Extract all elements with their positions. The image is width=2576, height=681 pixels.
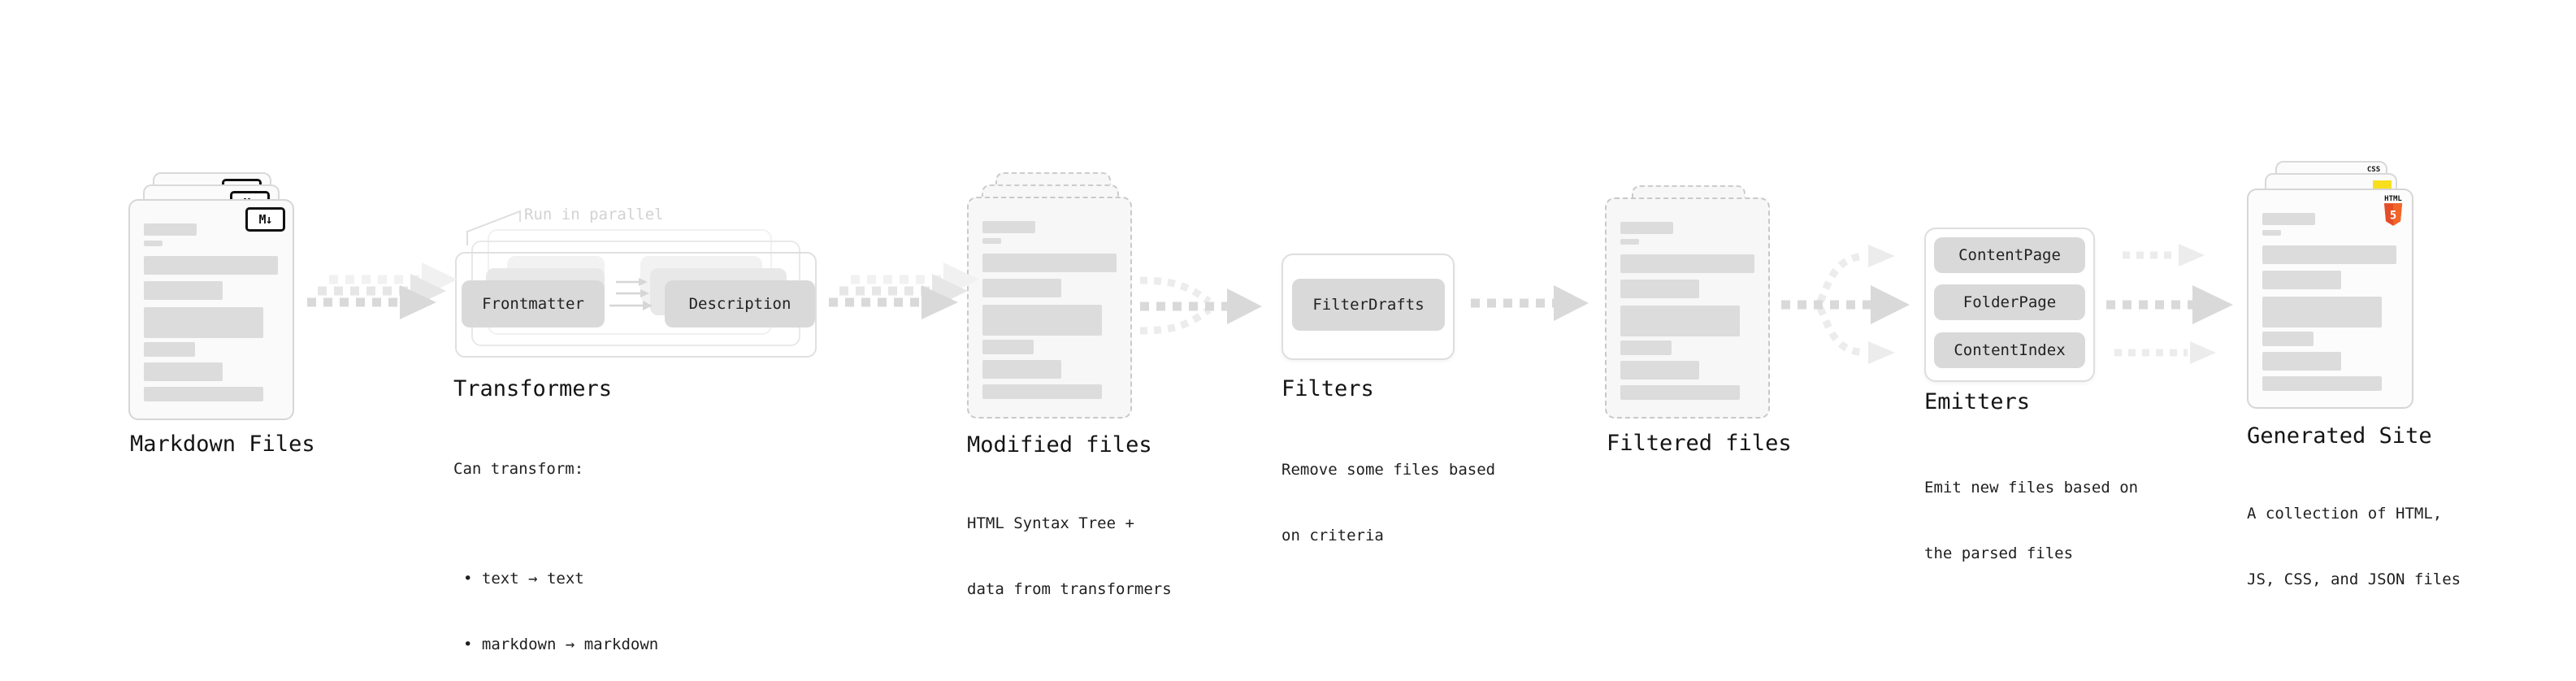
contentpage-chip-label: ContentPage [1958, 246, 2061, 264]
emitters-desc-line: Emit new files based on [1924, 479, 2139, 497]
html5-shield: 5 [2383, 203, 2403, 226]
bullet-item: • text → text [463, 570, 584, 588]
emitters-desc-line: the parsed files [1924, 544, 2074, 562]
transformers-bullet-list: • text → text • markdown → markdown • ht… [453, 524, 658, 681]
emitters-title: Emitters [1924, 389, 2031, 414]
arrow-filtered-to-emitters [1781, 245, 1910, 364]
bullet-item: • markdown → markdown [463, 635, 659, 653]
html5-icon: HTML 5 [2383, 195, 2403, 226]
contentindex-chip-label: ContentIndex [1954, 341, 2066, 359]
doc-text-bar [1620, 280, 1699, 298]
doc-text-bar [144, 387, 263, 401]
transformers-desc-heading: Can transform: [453, 460, 584, 478]
doc-text-bar [982, 305, 1102, 336]
doc-text-bar [144, 223, 197, 236]
doc-text-bar [1620, 222, 1673, 234]
arrow-modified-to-filters [1139, 276, 1262, 335]
arrow-transformers-to-modified [829, 262, 979, 319]
arrow-emitters-to-generated [2106, 244, 2233, 364]
javascript-icon [2373, 180, 2392, 189]
generated-site-card: HTML 5 [2247, 189, 2413, 409]
run-in-parallel-annotation: Run in parallel [524, 206, 664, 223]
doc-text-bar [1620, 239, 1639, 245]
modified-files-desc-line: data from transformers [967, 580, 1172, 598]
svg-text:5: 5 [2390, 210, 2396, 223]
description-chip: Description [665, 280, 815, 327]
doc-text-bar [1620, 306, 1740, 336]
description-chip-label: Description [688, 295, 791, 313]
doc-text-bar [2262, 213, 2315, 225]
modified-files-description: HTML Syntax Tree + data from transformer… [967, 469, 1172, 644]
markdown-file-card: M↓ [128, 199, 294, 420]
html5-icon-text: HTML [2384, 195, 2402, 203]
modified-file-card [967, 197, 1132, 419]
doc-text-bar [144, 342, 195, 357]
doc-text-bar [2262, 271, 2341, 289]
modified-files-desc-line: HTML Syntax Tree + [967, 514, 1134, 532]
modified-files-label: Modified files [967, 432, 1152, 458]
transformers-title: Transformers [453, 376, 613, 401]
doc-text-bar [982, 279, 1061, 297]
filters-title: Filters [1281, 376, 1374, 401]
doc-text-bar [1620, 340, 1672, 355]
doc-text-bar [144, 256, 278, 275]
transformers-description: Can transform: • text → text • markdown … [453, 414, 658, 681]
filtered-file-card [1605, 197, 1770, 419]
markdown-icon: M↓ [245, 207, 285, 232]
markdown-files-label: Markdown Files [130, 432, 315, 457]
doc-text-bar [982, 384, 1102, 399]
doc-text-bar [2262, 332, 2314, 346]
filters-desc-line: on criteria [1281, 527, 1384, 544]
filterdrafts-chip: FilterDrafts [1292, 279, 1445, 331]
folderpage-chip-label: FolderPage [1962, 293, 2057, 311]
doc-text-bar [982, 221, 1035, 233]
doc-text-bar [144, 362, 223, 381]
filterdrafts-chip-label: FilterDrafts [1312, 296, 1425, 314]
filtered-files-label: Filtered files [1607, 431, 1792, 456]
contentindex-chip: ContentIndex [1934, 332, 2085, 368]
filters-desc-line: Remove some files based [1281, 461, 1496, 479]
contentpage-chip: ContentPage [1934, 237, 2085, 273]
emitters-description: Emit new files based on the parsed files [1924, 433, 2138, 609]
doc-text-bar [2262, 230, 2281, 236]
doc-text-bar [982, 238, 1001, 244]
doc-text-bar [2262, 245, 2396, 264]
arrow-filters-to-filtered [1471, 285, 1589, 321]
doc-text-bar [144, 281, 223, 300]
doc-text-bar [982, 360, 1061, 379]
frontmatter-chip: Frontmatter [462, 280, 605, 327]
doc-text-bar [2262, 352, 2341, 371]
doc-text-bar [982, 254, 1117, 272]
doc-text-bar [2262, 376, 2382, 391]
filters-description: Remove some files based on criteria [1281, 415, 1495, 591]
css-icon-text: CSS [2366, 166, 2381, 174]
generated-site-description: A collection of HTML, JS, CSS, and JSON … [2247, 459, 2461, 635]
doc-text-bar [1620, 361, 1699, 380]
doc-text-bar [982, 340, 1034, 354]
doc-text-bar [2262, 297, 2382, 327]
markdown-icon-glyph: M↓ [258, 212, 272, 227]
arrow-markdown-to-transformers [307, 262, 458, 319]
doc-text-bar [1620, 385, 1740, 400]
doc-text-bar [1620, 254, 1754, 273]
generated-site-desc-line: JS, CSS, and JSON files [2247, 570, 2461, 588]
doc-text-bar [144, 307, 263, 338]
frontmatter-chip-label: Frontmatter [482, 295, 584, 313]
generated-site-label: Generated Site [2247, 423, 2432, 449]
doc-text-bar [144, 241, 163, 246]
generated-site-desc-line: A collection of HTML, [2247, 505, 2443, 523]
folderpage-chip: FolderPage [1934, 284, 2085, 320]
